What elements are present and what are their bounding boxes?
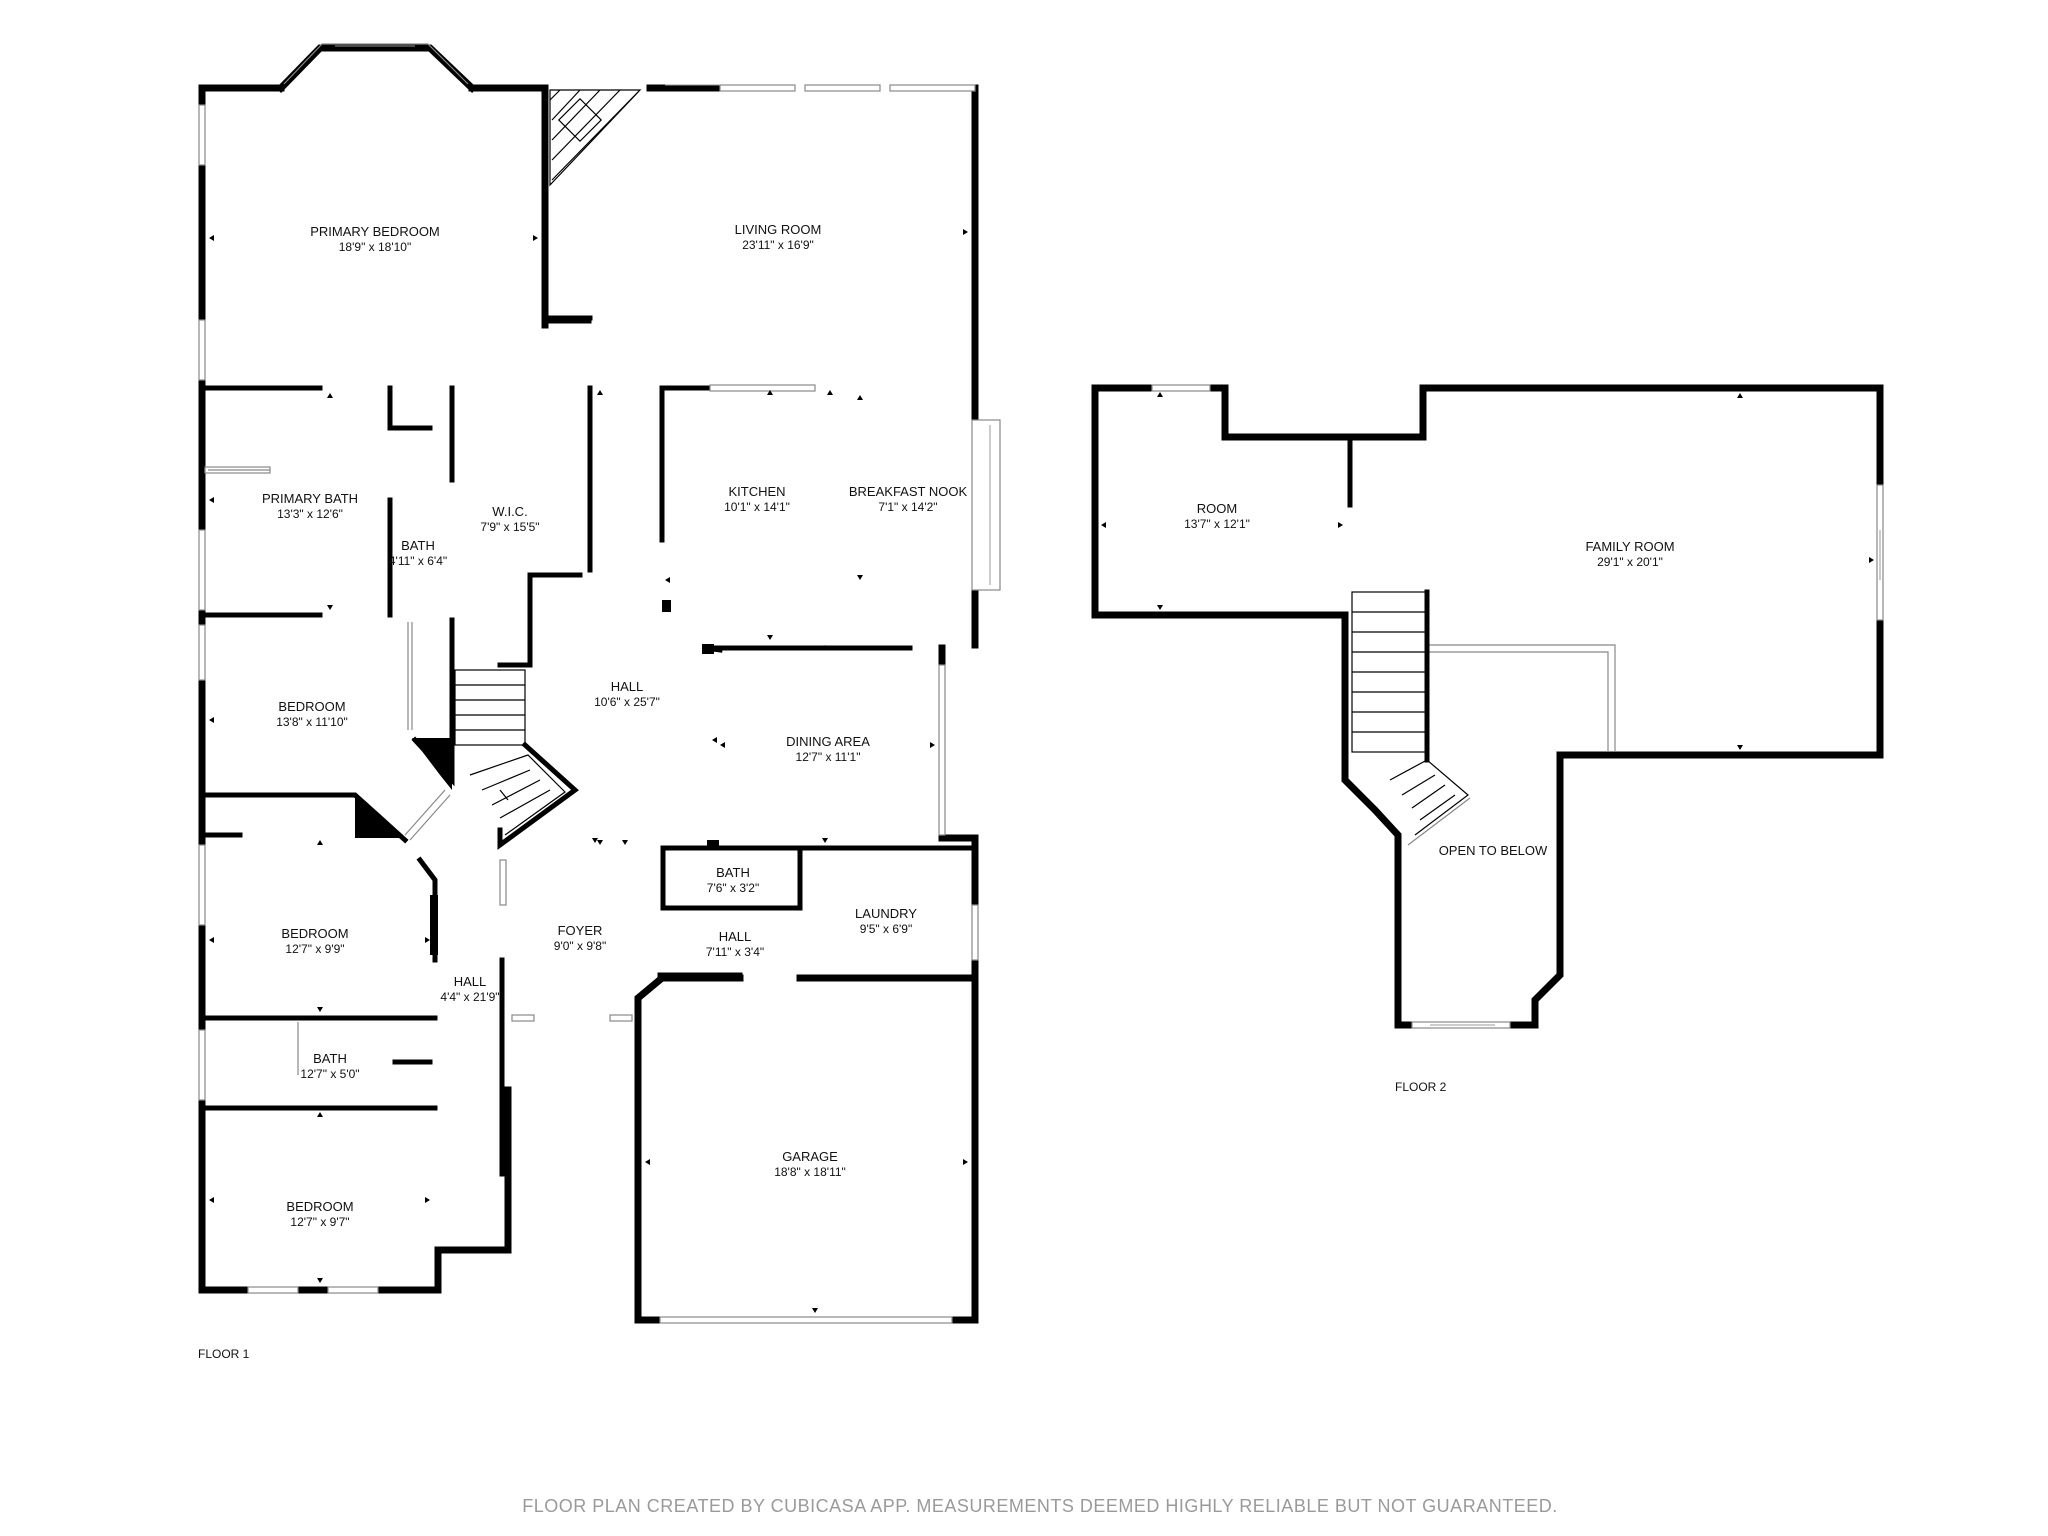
floor2-room-bottom-left [1341,611,1416,1029]
label-wic: W.I.C. [492,504,527,519]
dim-foyer: 9'0" x 9'8" [554,939,606,953]
label-garage: GARAGE [782,1149,838,1164]
label-foyer: FOYER [558,923,603,938]
shelf [204,466,271,474]
wall-bath2 [660,845,803,911]
solid-block-kitchen [662,600,671,612]
solid-block-dining [702,644,714,654]
room-labels: PRIMARY BEDROOM 18'9" x 18'10" LIVING RO… [198,222,1675,1516]
label-bath-2: BATH [716,865,750,880]
floor1-outer-wall-top-left [198,84,512,1294]
solid-block-bedroom2 [355,798,402,838]
solid-block-hall3 [430,895,438,955]
dim-wic: 7'9" x 15'5" [480,520,539,534]
label-primary-bath: PRIMARY BATH [262,491,358,506]
fireplace [549,89,642,187]
dim-hall-2: 7'11" x 3'4" [706,945,764,959]
floor2-room-top [1206,384,1884,1029]
staircase-floor2 [1351,589,1471,846]
label-hall-2: HALL [719,929,752,944]
wall-closet [387,385,433,431]
label-laundry: LAUNDRY [855,906,917,921]
dim-hall-3: 4'4" x 21'9" [440,990,499,1004]
bay-window-wall [276,44,477,93]
solid-block-bath2 [707,840,719,850]
dimension-ticks-floor1 [209,229,968,1313]
dim-breakfast-nook: 7'1" x 14'2" [878,500,937,514]
windows-floor1 [198,84,1001,1324]
floor-2-plan [1091,384,1884,1029]
dim-hall-main: 10'6" x 25'7" [594,695,660,709]
floor2-room-wall [1091,384,1349,619]
label-hall-main: HALL [611,679,644,694]
dim-living-room: 23'11" x 16'9" [742,238,814,252]
dim-bedroom-1: 13'8" x 11'10" [276,715,348,729]
solid-block-bedroom1 [412,738,452,790]
floor-1-plan [198,43,1001,1324]
label-breakfast-nook: BREAKFAST NOOK [849,484,968,499]
dim-dining-area: 12'7" x 11'1" [796,750,861,764]
floor-1-label: FLOOR 1 [198,1347,250,1361]
wall-wic-bottom [497,572,583,668]
dim-laundry: 9'5" x 6'9" [860,922,912,936]
floor1-right-wall-dining [938,644,979,1324]
bay-window-glass [283,43,469,85]
dim-primary-bath: 13'3" x 12'6" [277,507,343,521]
label-primary-bedroom: PRIMARY BEDROOM [310,224,440,239]
label-dining-area: DINING AREA [786,734,870,749]
label-kitchen: KITCHEN [728,484,785,499]
label-bedroom-1: BEDROOM [278,699,345,714]
label-bedroom-2: BEDROOM [281,926,348,941]
dim-bath-3: 12'7" x 5'0" [300,1067,359,1081]
dim-bath-2: 7'6" x 3'2" [707,881,759,895]
label-living-room: LIVING ROOM [735,222,822,237]
label-open-to-below: OPEN TO BELOW [1439,843,1548,858]
label-bath-small: BATH [401,538,435,553]
label-family-room: FAMILY ROOM [1585,539,1674,554]
label-bath-3: BATH [313,1051,347,1066]
dim-garage: 18'8" x 18'11" [774,1165,846,1179]
label-hall-3: HALL [454,974,487,989]
dim-room-f2: 13'7" x 12'1" [1184,517,1250,531]
label-room-f2: ROOM [1197,501,1237,516]
dim-bedroom-3: 12'7" x 9'7" [290,1215,349,1229]
dim-kitchen: 10'1" x 14'1" [724,500,790,514]
dim-bedroom-2: 12'7" x 9'9" [285,942,344,956]
dim-primary-bedroom: 18'9" x 18'10" [339,240,412,254]
footer-disclaimer: FLOOR PLAN CREATED BY CUBICASA APP. MEAS… [522,1496,1557,1516]
floor-2-label: FLOOR 2 [1395,1080,1447,1094]
floor1-outer-wall-top [468,84,592,324]
staircase-floor1 [454,669,579,850]
label-bedroom-3: BEDROOM [286,1199,353,1214]
floor1-garage-left [634,974,744,1324]
floor2-railing [1428,644,1616,752]
wall-bedroom1-bottom [199,792,409,844]
dim-family-room: 29'1" x 20'1" [1597,555,1663,569]
dim-bath-small: 4'11" x 6'4" [389,554,447,568]
